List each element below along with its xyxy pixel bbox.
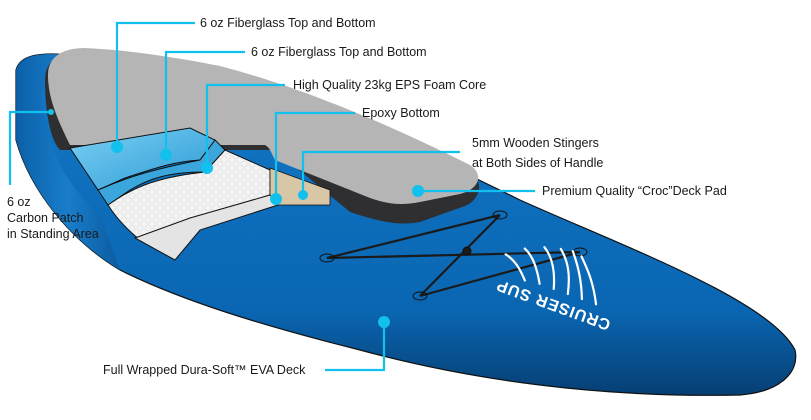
label-carbon-patch: 6 oz Carbon Patch in Standing Area	[7, 194, 99, 242]
dot-fiberglass-1	[111, 141, 123, 153]
label-fiberglass-top-1: 6 oz Fiberglass Top and Bottom	[200, 16, 376, 30]
callout-dots	[48, 109, 424, 328]
dot-epoxy-bottom	[270, 193, 282, 205]
dot-stringer	[298, 190, 308, 200]
dot-carbon	[48, 109, 54, 115]
label-eva-deck: Full Wrapped Dura-Soft™ EVA Deck	[103, 363, 306, 377]
label-wooden-stringers: 5mm Wooden Stingers at Both Sides of Han…	[472, 135, 603, 171]
label-fiberglass-top-2: 6 oz Fiberglass Top and Bottom	[251, 45, 427, 59]
bungee-cords	[326, 213, 581, 298]
callout-lines	[8, 21, 535, 372]
label-carbon-line1: 6 oz	[7, 195, 31, 209]
board-rail	[16, 53, 120, 270]
label-stringers-line2: at Both Sides of Handle	[472, 156, 604, 170]
deck-pad	[48, 48, 479, 204]
label-stringers-line1: 5mm Wooden Stingers	[472, 136, 599, 150]
label-foam-core: High Quality 23kg EPS Foam Core	[293, 78, 487, 92]
dot-deck-pad	[412, 185, 424, 197]
dot-foam-core	[201, 162, 213, 174]
dot-fiberglass-2	[160, 149, 172, 161]
label-epoxy-bottom: Epoxy Bottom	[362, 106, 440, 120]
label-carbon-line3: in Standing Area	[7, 227, 99, 241]
wooden-stringer	[269, 167, 331, 206]
fiberglass-layer-2	[97, 139, 226, 206]
label-deck-pad: Premium Quality “Croc”Deck Pad	[542, 184, 727, 198]
foam-core	[107, 149, 271, 241]
label-carbon-line2: Carbon Patch	[7, 211, 84, 225]
dot-eva-deck	[378, 316, 390, 328]
